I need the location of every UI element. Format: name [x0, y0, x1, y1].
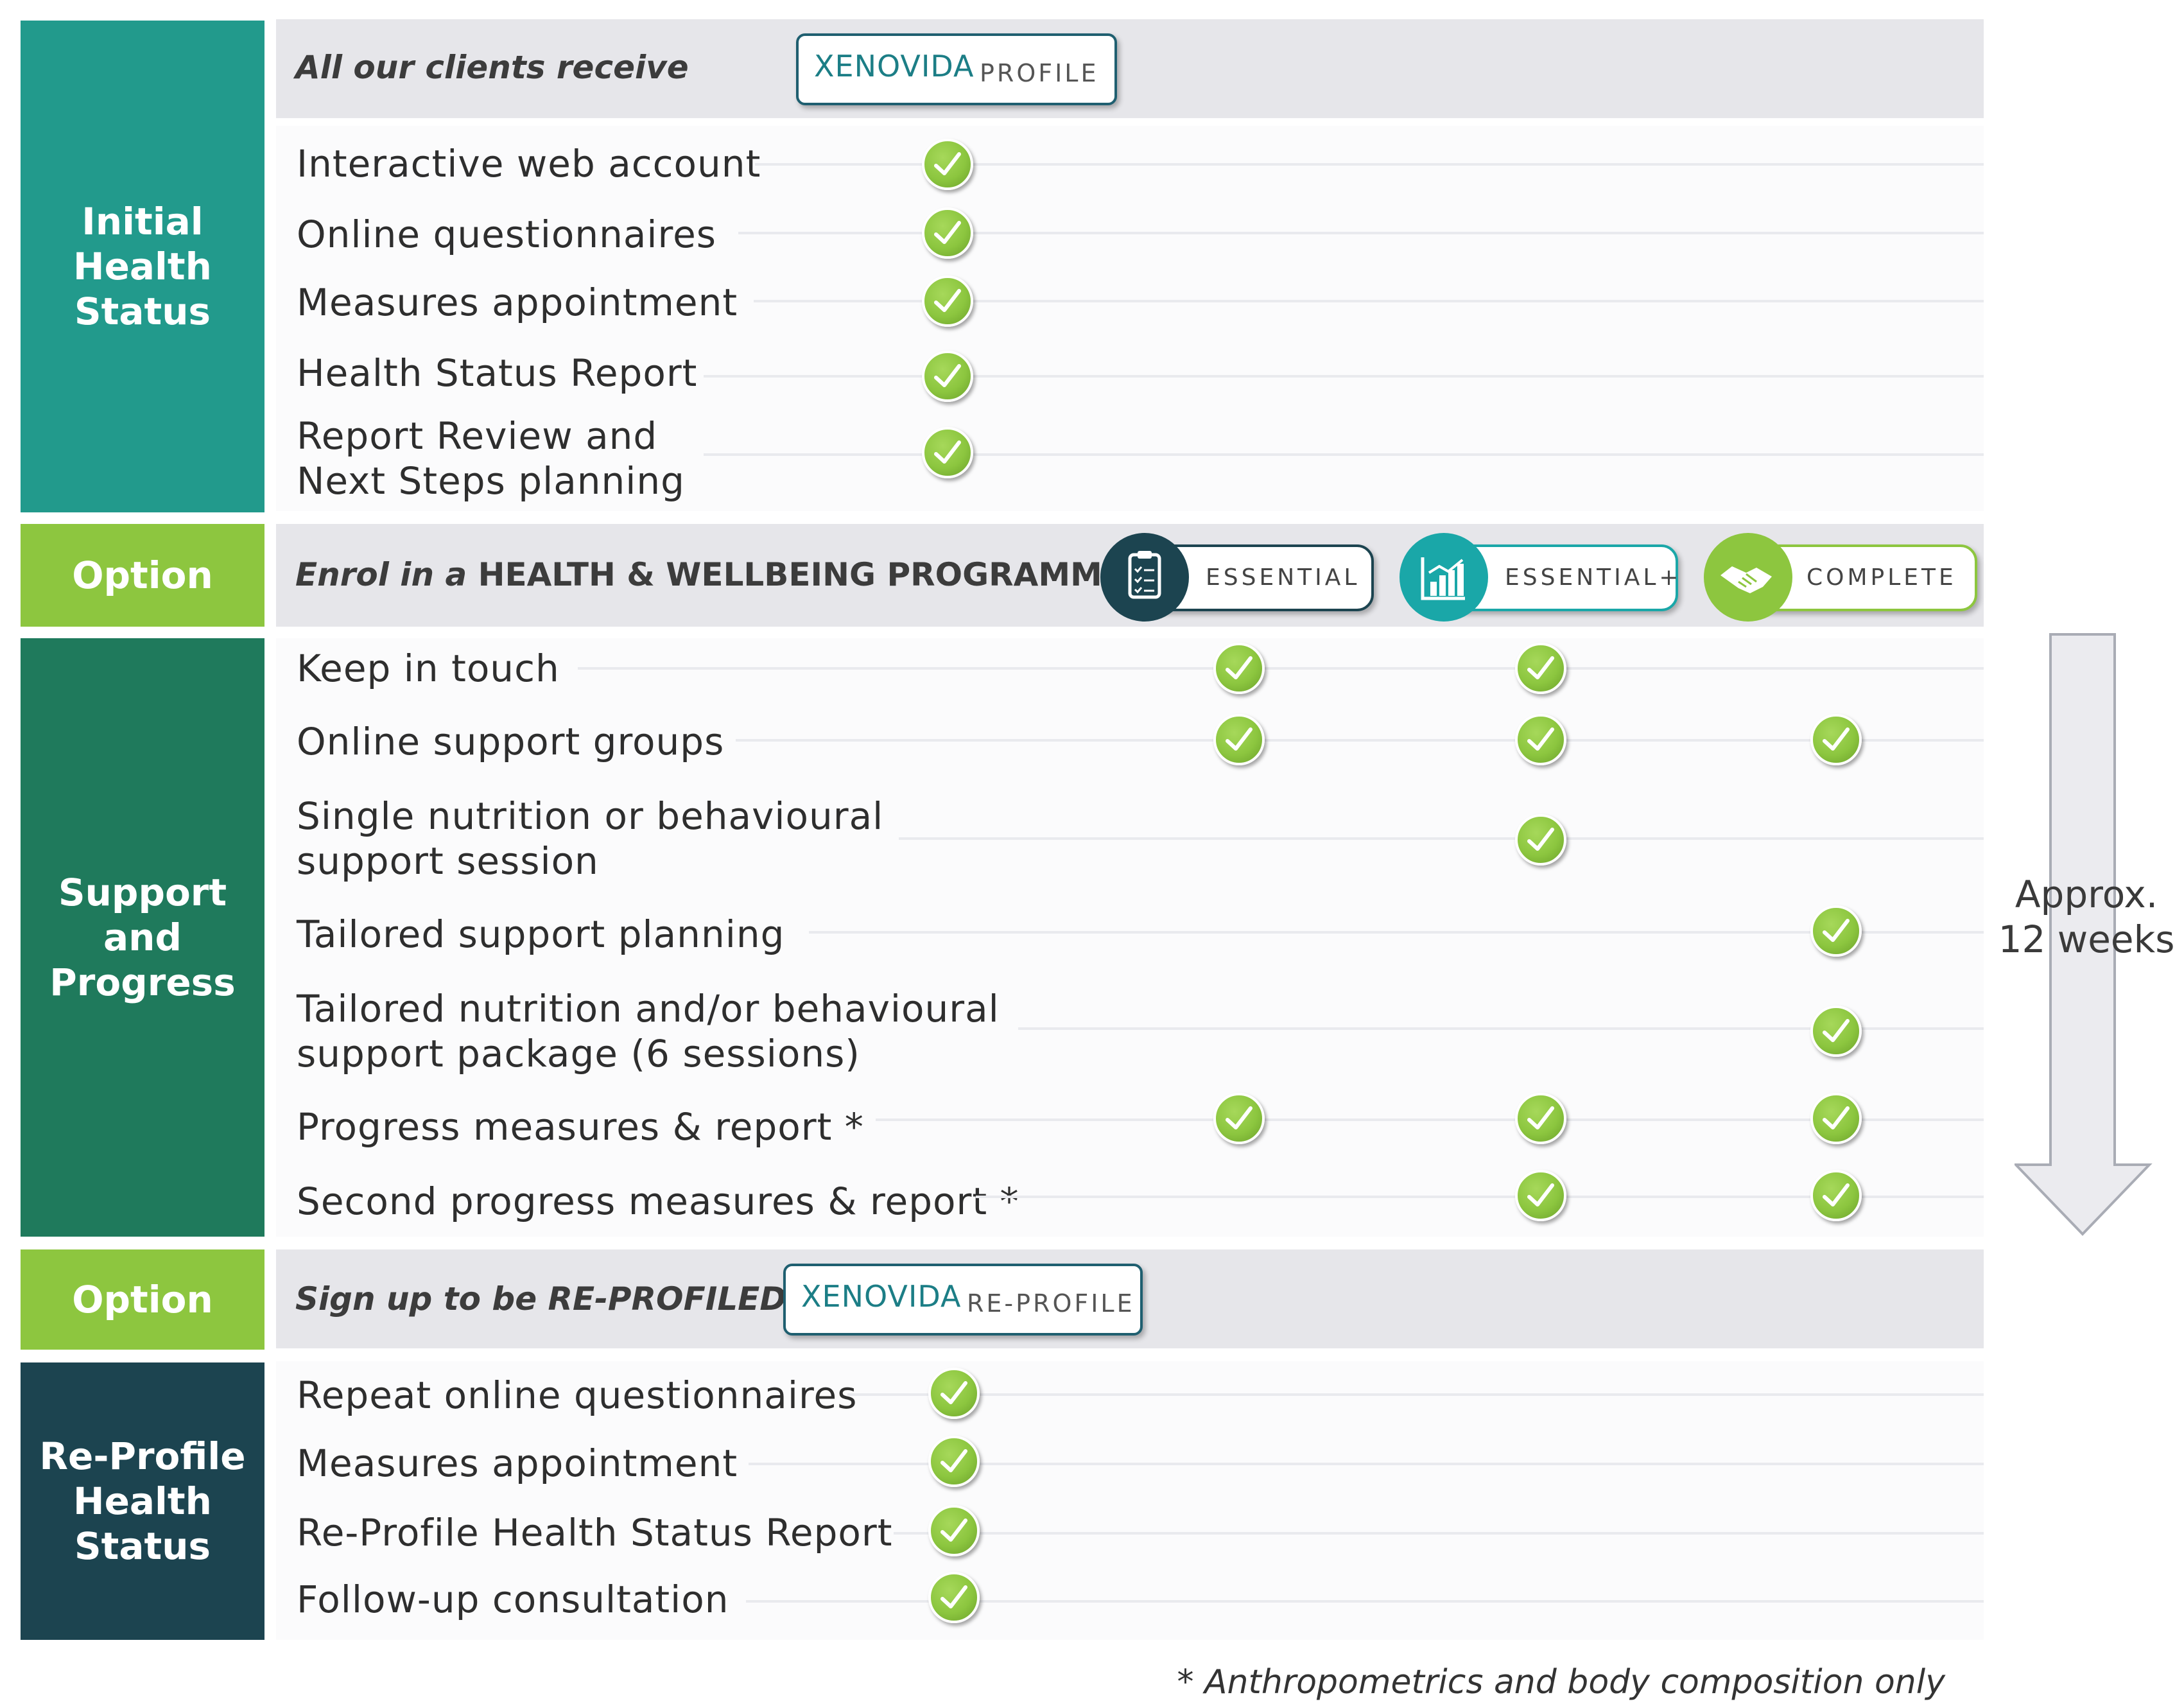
row-label: Re-Profile Health Status Report — [297, 1511, 893, 1554]
section-title: Initial Health Status — [73, 200, 212, 333]
row-divider — [899, 837, 1984, 840]
row-divider — [976, 1196, 1984, 1198]
checkmark-icon — [928, 1505, 980, 1556]
section-title: Support and Progress — [49, 871, 236, 1004]
row-divider — [1018, 1027, 1984, 1030]
row-divider — [704, 375, 1984, 378]
checkmark-icon — [922, 351, 973, 402]
section-reprofile-health-status: Re-Profile Health Status — [21, 1362, 264, 1640]
section-initial-health-status: Initial Health Status — [21, 21, 264, 512]
checkmark-icon — [1810, 905, 1862, 957]
checkmark-icon — [1810, 714, 1862, 765]
band-title-enrol: Enrol in a HEALTH & WELLBEING PROGRAMME — [295, 556, 1124, 593]
band-title-programme: HEALTH & WELLBEING PROGRAMME — [478, 556, 1125, 593]
section-title: Option — [72, 1278, 213, 1321]
section-title: Re-Profile Health Status — [39, 1434, 246, 1568]
xenovida-profile-logo: XENOVIDA PROFILE — [796, 33, 1117, 105]
section-support-and-progress: Support and Progress — [21, 638, 264, 1237]
row-divider — [749, 1463, 1984, 1465]
clipboard-icon — [1100, 533, 1189, 622]
handshake-icon — [1704, 533, 1792, 622]
row-label: Interactive web account — [297, 142, 761, 186]
checkmark-icon — [1213, 1093, 1265, 1144]
duration-arrow-icon — [2015, 633, 2153, 1236]
duration-label: Approx. 12 weeks — [1998, 873, 2175, 961]
row-divider — [736, 739, 1984, 742]
tier-label: ESSENTIAL — [1206, 564, 1360, 591]
row-divider — [809, 931, 1984, 934]
row-label: Report Review and Next Steps planning — [297, 414, 685, 503]
row-label: Online support groups — [297, 720, 725, 763]
rows-background — [276, 638, 1984, 1237]
row-divider — [746, 1600, 1984, 1603]
footnote: * Anthropometrics and body composition o… — [1177, 1663, 1945, 1702]
section-title: Option — [72, 553, 213, 597]
row-divider — [578, 667, 1984, 670]
checkmark-icon — [1515, 714, 1566, 765]
checkmark-icon — [1515, 814, 1566, 866]
checkmark-icon — [1213, 643, 1265, 694]
row-divider — [738, 232, 1984, 234]
row-label: Second progress measures & report * — [297, 1179, 1019, 1223]
checkmark-icon — [1515, 1170, 1566, 1221]
section-option-programme: Option — [21, 524, 264, 627]
rows-background — [276, 126, 1984, 511]
xenovida-reprofile-logo: XENOVIDA RE-PROFILE — [783, 1264, 1143, 1336]
band-title-all-clients: All our clients receive — [295, 49, 689, 86]
logo-suffix: PROFILE — [980, 59, 1099, 87]
rows-background — [276, 1361, 1984, 1640]
row-label: Online questionnaires — [297, 213, 716, 256]
checkmark-icon — [922, 275, 973, 327]
tier-label: COMPLETE — [1807, 564, 1957, 591]
row-divider — [754, 300, 1984, 302]
row-label: Progress measures & report * — [297, 1105, 864, 1149]
row-divider — [704, 453, 1984, 456]
bar-chart-icon — [1400, 533, 1488, 622]
checkmark-icon — [1515, 643, 1566, 694]
section-option-reprofile: Option — [21, 1249, 264, 1350]
band-title-reprofile: Sign up to be RE-PROFILED — [295, 1280, 786, 1318]
logo-suffix: RE-PROFILE — [967, 1289, 1135, 1318]
row-label: Single nutrition or behavioural support … — [297, 794, 884, 883]
checkmark-icon — [922, 139, 973, 190]
row-label: Measures appointment — [297, 1441, 738, 1485]
row-label: Follow-up consultation — [297, 1578, 729, 1621]
row-divider — [847, 1393, 1984, 1396]
checkmark-icon — [1810, 1093, 1862, 1144]
checkmark-icon — [928, 1368, 980, 1419]
checkmark-icon — [1515, 1093, 1566, 1144]
row-divider — [876, 1118, 1984, 1121]
checkmark-icon — [1213, 714, 1265, 765]
band-title-italic: Enrol in a — [295, 556, 467, 593]
row-label: Repeat online questionnaires — [297, 1373, 858, 1417]
checkmark-icon — [922, 207, 973, 259]
logo-wordmark: XENOVIDA — [801, 1279, 962, 1314]
checkmark-icon — [1810, 1005, 1862, 1057]
row-label: Health Status Report — [297, 351, 698, 395]
tier-label: ESSENTIAL+ — [1505, 564, 1682, 591]
checkmark-icon — [928, 1436, 980, 1487]
checkmark-icon — [1810, 1170, 1862, 1221]
row-label: Tailored nutrition and/or behavioural su… — [297, 987, 1000, 1075]
row-divider — [755, 163, 1984, 166]
logo-wordmark: XENOVIDA — [814, 49, 975, 83]
row-label: Tailored support planning — [297, 912, 785, 956]
row-divider — [894, 1532, 1984, 1535]
checkmark-icon — [922, 427, 973, 478]
checkmark-icon — [928, 1572, 980, 1623]
row-label: Keep in touch — [297, 647, 560, 690]
row-label: Measures appointment — [297, 281, 738, 324]
band-all-clients — [276, 19, 1984, 118]
